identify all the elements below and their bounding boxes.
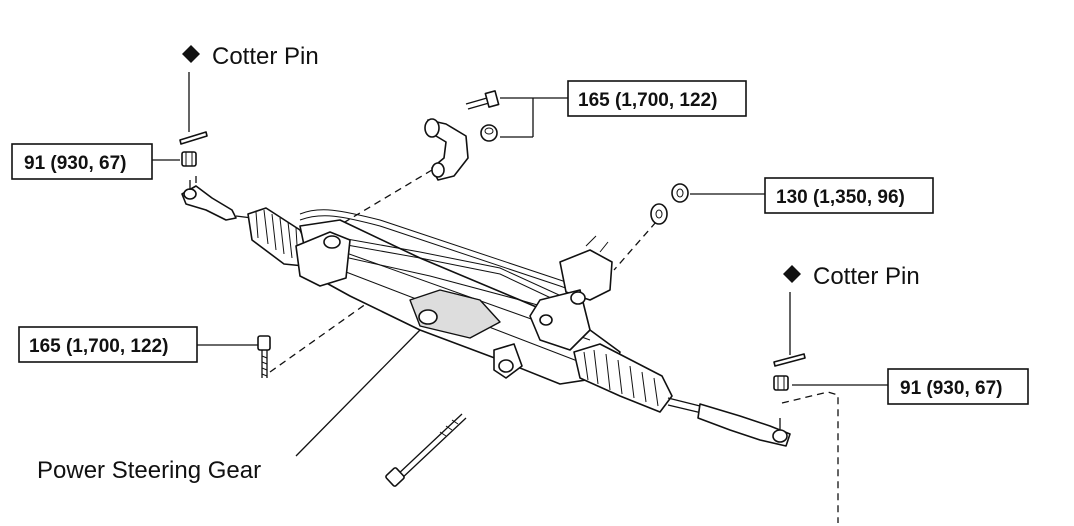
black-diamond-icon bbox=[182, 45, 200, 63]
left-cotter-pin bbox=[179, 131, 208, 145]
left-tie-rod-end bbox=[181, 180, 253, 221]
power-steering-gear-label: Power Steering Gear bbox=[37, 457, 261, 484]
black-diamond-icon bbox=[783, 265, 801, 283]
right-tie-rod bbox=[667, 397, 791, 447]
right-castle-nut bbox=[773, 375, 789, 391]
torque-value: 165 (1,700, 122) bbox=[578, 90, 717, 111]
bracket-bolt bbox=[465, 90, 500, 110]
union-nut bbox=[671, 183, 689, 203]
left-valve-block bbox=[295, 231, 351, 287]
long-through-bolt bbox=[385, 413, 467, 487]
mounting-bracket bbox=[424, 118, 469, 181]
right-cotter-pin bbox=[773, 353, 806, 367]
washer bbox=[650, 203, 668, 225]
right-boot bbox=[573, 343, 673, 413]
torque-box-mount-bolt-left: 165 (1,700, 122) bbox=[18, 326, 198, 363]
torque-box-bracket-bolt: 165 (1,700, 122) bbox=[567, 80, 747, 117]
torque-value: 165 (1,700, 122) bbox=[29, 336, 168, 357]
leader-lines bbox=[152, 72, 888, 457]
torque-box-union-nut: 130 (1,350, 96) bbox=[764, 177, 934, 214]
cotter-pin-label-right: Cotter Pin bbox=[783, 263, 920, 290]
housing-mount bbox=[409, 289, 523, 379]
bracket-nut bbox=[480, 124, 498, 142]
cotter-pin-text-left: Cotter Pin bbox=[212, 43, 319, 70]
torque-box-tie-rod-right: 91 (930, 67) bbox=[887, 368, 1029, 405]
cotter-pin-label-left: Cotter Pin bbox=[182, 43, 319, 70]
torque-value: 91 (930, 67) bbox=[24, 153, 126, 174]
torque-value: 130 (1,350, 96) bbox=[776, 187, 905, 208]
cotter-pin-text-right: Cotter Pin bbox=[813, 263, 920, 290]
torque-value: 91 (930, 67) bbox=[900, 378, 1002, 399]
control-valve bbox=[529, 235, 613, 351]
left-mount-bolt bbox=[257, 335, 271, 378]
left-castle-nut bbox=[181, 151, 197, 167]
torque-box-tie-rod-left: 91 (930, 67) bbox=[11, 143, 153, 180]
